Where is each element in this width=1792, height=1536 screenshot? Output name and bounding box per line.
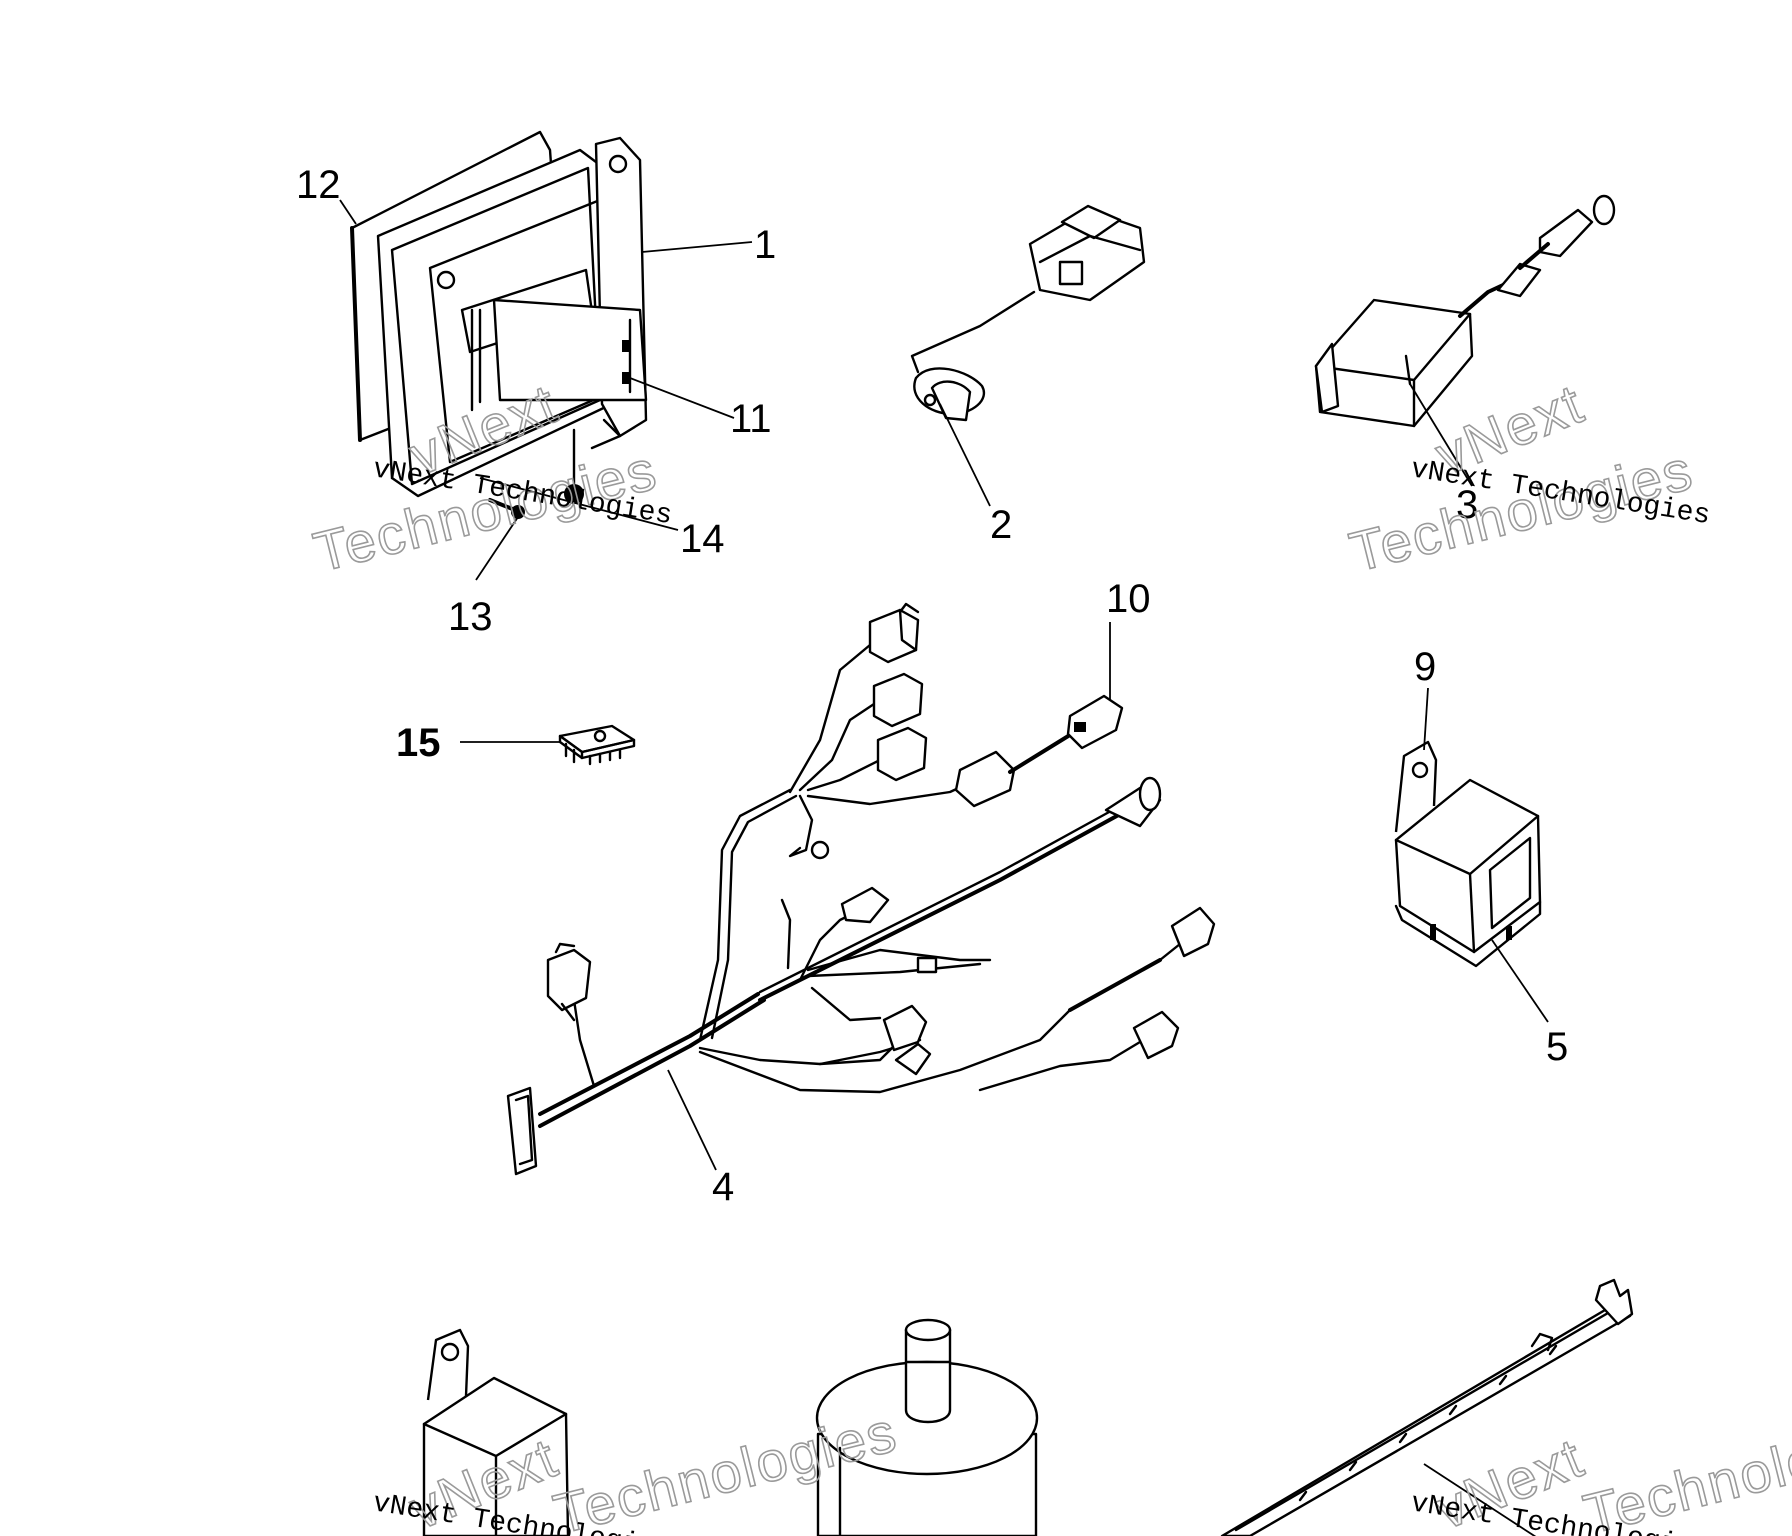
leader-lines — [339, 199, 1549, 1536]
callout-11: 11 — [730, 397, 772, 441]
callout-14: 14 — [680, 517, 725, 561]
callout-5: 5 — [1546, 1025, 1568, 1069]
callout-3: 3 — [1456, 483, 1478, 527]
screw-14 — [564, 484, 584, 504]
watermark-bottom-right: vNext Technologies vNext Technologies — [1409, 1399, 1792, 1536]
callout-1: 1 — [754, 223, 776, 267]
wiring-harness-part-4 — [506, 602, 1216, 1176]
canister-bottom-center — [815, 1318, 1039, 1536]
svg-text:Technologies: Technologies — [1578, 1400, 1792, 1536]
callout-4: 4 — [712, 1165, 734, 1209]
callout-9: 9 — [1414, 645, 1436, 689]
callout-15: 15 — [396, 721, 441, 765]
callout-2: 2 — [990, 503, 1012, 547]
ecu-assembly — [350, 130, 648, 519]
chip-part-15 — [558, 724, 636, 766]
relay-part-5 — [1394, 740, 1542, 968]
strap-bottom-right — [1220, 1278, 1634, 1536]
relay-bottom-left — [422, 1328, 570, 1536]
callout-10: 10 — [1106, 577, 1151, 621]
callout-labels: 12 1 11 2 3 14 13 15 10 9 4 5 — [296, 163, 1568, 1209]
callout-13: 13 — [448, 595, 493, 639]
sensor-part-2 — [910, 204, 1146, 422]
sensor-part-3 — [1314, 194, 1616, 428]
callout-12: 12 — [296, 163, 341, 207]
